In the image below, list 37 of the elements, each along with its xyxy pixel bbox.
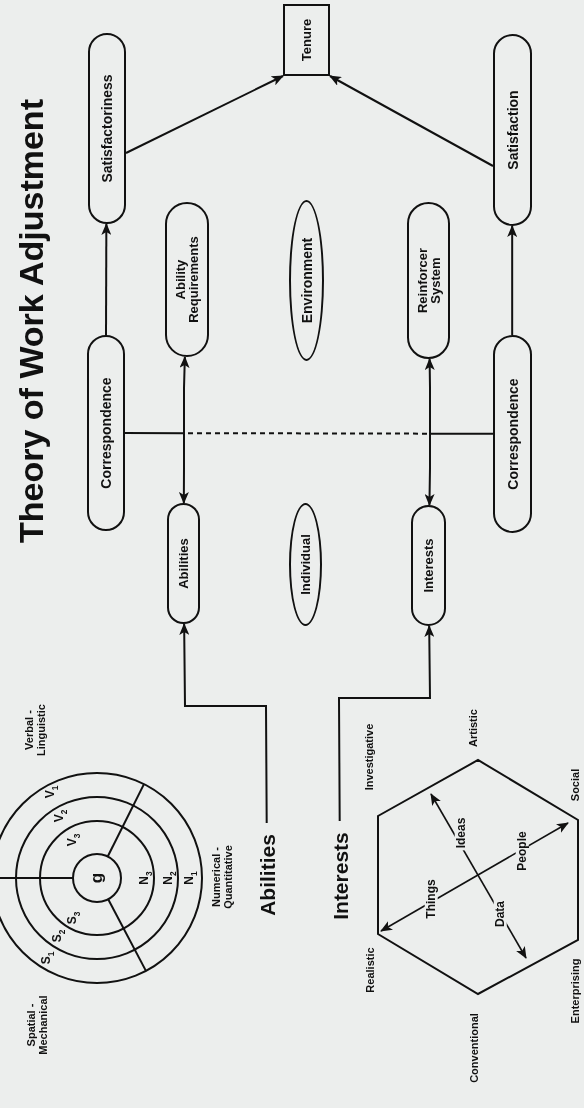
ability-group-label: Verbal - Linguistic [24, 703, 48, 758]
heading-text: Abilities [254, 823, 280, 927]
rounded-box: Satisfaction [493, 34, 532, 226]
arrow [507, 225, 518, 336]
ellipse-node: Individual [289, 503, 322, 626]
axis-label: People [515, 829, 529, 873]
rounded-box: Abilities [167, 503, 200, 624]
rounded-box: Ability Requirements [165, 202, 209, 357]
ability-group-label: Numerical - Quantitative [211, 844, 235, 911]
interest-type-label: Realistic [365, 947, 377, 993]
interest-type-label: Artistic [468, 709, 480, 747]
arrow [424, 358, 435, 506]
arrow [338, 625, 435, 822]
axis-label: Ideas [454, 815, 468, 851]
ring-label: g [88, 872, 106, 884]
rectangle-box: Tenure [283, 4, 330, 76]
axis-label: Data [493, 899, 507, 929]
dashed-connector [124, 432, 494, 435]
ability-group-label: Spatial - Mechanical [26, 994, 50, 1056]
arrow [329, 75, 494, 167]
ellipse-node: Environment [289, 200, 324, 361]
heading-text: Interests [327, 821, 353, 931]
interest-type-label: Enterprising [570, 958, 582, 1024]
diagram-title: Theory of Work Adjustment [14, 99, 50, 543]
rounded-box: Correspondence [493, 335, 532, 533]
interest-type-label: Social [570, 768, 582, 802]
arrow [101, 223, 112, 336]
rounded-box: Satisfactoriness [88, 33, 126, 224]
interest-type-label: Investigative [364, 723, 376, 791]
rounded-box: Reinforcer System [407, 202, 450, 359]
rounded-box: Correspondence [87, 335, 125, 531]
arrow [125, 75, 284, 154]
arrow [179, 623, 268, 824]
arrow [178, 356, 190, 504]
axis-label: Things [424, 877, 438, 921]
interest-type-label: Conventional [469, 1013, 481, 1083]
rounded-box: Interests [411, 505, 446, 626]
